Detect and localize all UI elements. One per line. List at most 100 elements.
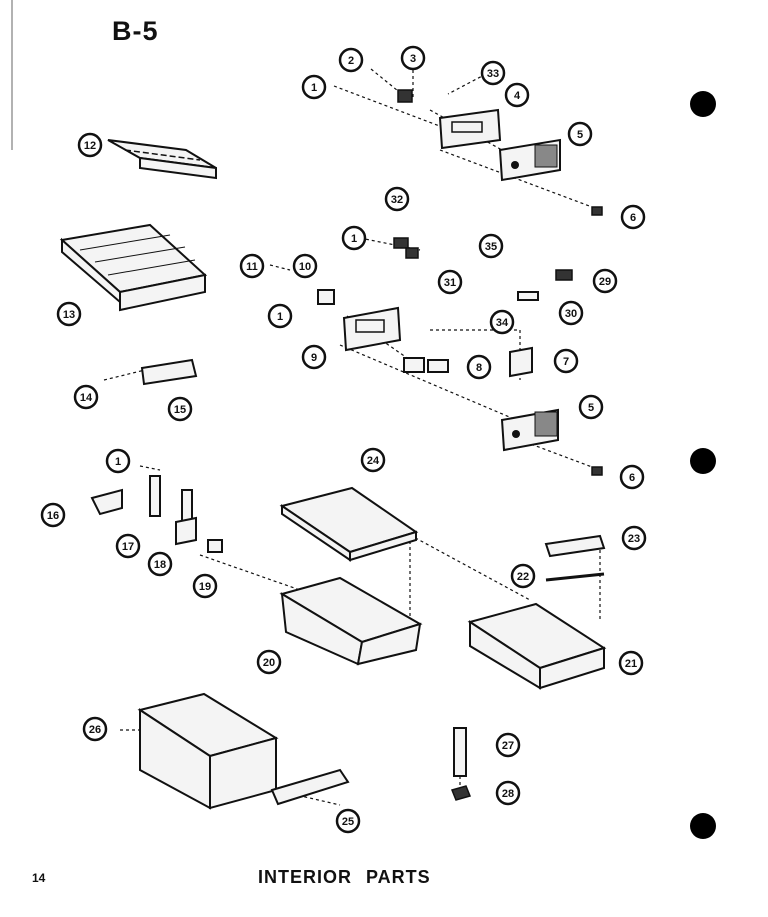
part-crisper-drawer-right <box>467 602 607 690</box>
part-control-bracket-middle <box>342 306 402 352</box>
callout-32: 32 <box>384 186 410 212</box>
section-title: INTERIOR PARTS <box>258 867 431 887</box>
callout-31: 31 <box>437 269 463 295</box>
callout-9: 9 <box>301 344 327 370</box>
part-vertical-rail <box>450 727 472 801</box>
callout-8: 8 <box>466 354 492 380</box>
binder-hole-middle <box>690 448 716 474</box>
svg-text:24: 24 <box>367 455 380 467</box>
binder-hole-bottom <box>690 813 716 839</box>
callout-5-top: 5 <box>567 121 593 147</box>
part-thermostat-small <box>397 89 413 103</box>
section-code: B-5 <box>112 16 159 46</box>
svg-text:33: 33 <box>487 68 499 80</box>
svg-text:14: 14 <box>80 392 93 404</box>
part-drawer-rails <box>544 534 606 582</box>
callout-33: 33 <box>480 60 506 86</box>
part-knob-upper <box>591 206 603 216</box>
svg-text:18: 18 <box>154 559 166 571</box>
svg-text:17: 17 <box>122 541 134 553</box>
callout-3: 3 <box>400 45 426 71</box>
svg-text:31: 31 <box>444 277 456 289</box>
part-pan-rail <box>270 768 350 806</box>
svg-text:9: 9 <box>311 352 317 364</box>
callout-1-second: 1 <box>341 225 367 251</box>
callout-17: 17 <box>115 533 141 559</box>
svg-text:13: 13 <box>63 309 75 321</box>
svg-text:19: 19 <box>199 581 211 593</box>
svg-text:20: 20 <box>263 657 275 669</box>
svg-text:3: 3 <box>410 53 416 65</box>
callout-5-lower: 5 <box>578 394 604 420</box>
part-ice-tray <box>107 139 217 180</box>
binder-hole-top <box>690 91 716 117</box>
callout-11: 11 <box>239 253 265 279</box>
svg-text:5: 5 <box>577 129 583 141</box>
svg-text:8: 8 <box>476 362 482 374</box>
callout-29: 29 <box>592 268 618 294</box>
callout-34: 34 <box>489 309 515 335</box>
svg-text:4: 4 <box>514 90 521 102</box>
svg-text:26: 26 <box>89 724 101 736</box>
callout-22: 22 <box>510 563 536 589</box>
svg-text:1: 1 <box>351 233 357 245</box>
callout-21: 21 <box>618 650 644 676</box>
part-clip <box>317 289 335 305</box>
svg-text:11: 11 <box>246 261 258 273</box>
svg-text:30: 30 <box>565 308 577 320</box>
part-control-housing-upper <box>498 138 561 182</box>
callout-12: 12 <box>77 132 103 158</box>
part-control-bracket-upper <box>438 108 502 150</box>
callout-24: 24 <box>360 447 386 473</box>
callout-28: 28 <box>495 780 521 806</box>
svg-text:25: 25 <box>342 816 354 828</box>
part-cover <box>509 346 533 378</box>
part-thermostat-middle <box>403 357 449 373</box>
part-crisper-cover <box>279 486 419 562</box>
callout-30: 30 <box>558 300 584 326</box>
svg-text:28: 28 <box>502 788 514 800</box>
svg-text:5: 5 <box>588 402 594 414</box>
page-number: 14 <box>32 871 46 885</box>
part-shelf-rail <box>140 358 198 386</box>
callout-2: 2 <box>338 47 364 73</box>
callout-13: 13 <box>56 301 82 327</box>
callout-15: 15 <box>167 396 193 422</box>
svg-text:2: 2 <box>348 55 354 67</box>
callout-35: 35 <box>478 233 504 259</box>
svg-text:27: 27 <box>502 740 514 752</box>
callout-6-lower: 6 <box>619 464 645 490</box>
svg-text:29: 29 <box>599 276 611 288</box>
callout-10: 10 <box>292 253 318 279</box>
part-shelf-supports <box>90 475 223 553</box>
svg-text:10: 10 <box>299 261 311 273</box>
callout-4: 4 <box>504 82 530 108</box>
callout-1-fourth: 1 <box>105 448 131 474</box>
callout-1-top: 1 <box>301 74 327 100</box>
part-crisper-drawer-left <box>279 576 423 666</box>
svg-text:1: 1 <box>277 311 283 323</box>
callout-27: 27 <box>495 732 521 758</box>
svg-text:16: 16 <box>47 510 59 522</box>
svg-text:6: 6 <box>630 212 636 224</box>
svg-text:32: 32 <box>391 194 403 206</box>
callout-26: 26 <box>82 716 108 742</box>
callout-20: 20 <box>256 649 282 675</box>
part-control-housing-lower <box>500 408 559 452</box>
svg-text:12: 12 <box>84 140 96 152</box>
svg-text:7: 7 <box>563 356 569 368</box>
svg-text:23: 23 <box>628 533 640 545</box>
callout-25: 25 <box>335 808 361 834</box>
part-damper-parts <box>517 269 573 301</box>
callout-14: 14 <box>73 384 99 410</box>
part-switch-assembly <box>393 237 419 259</box>
svg-text:22: 22 <box>517 571 529 583</box>
callout-1-third: 1 <box>267 303 293 329</box>
callout-16: 16 <box>40 502 66 528</box>
svg-text:15: 15 <box>174 404 186 416</box>
callout-7: 7 <box>553 348 579 374</box>
svg-text:1: 1 <box>115 456 121 468</box>
svg-text:1: 1 <box>311 82 317 94</box>
svg-text:6: 6 <box>629 472 635 484</box>
